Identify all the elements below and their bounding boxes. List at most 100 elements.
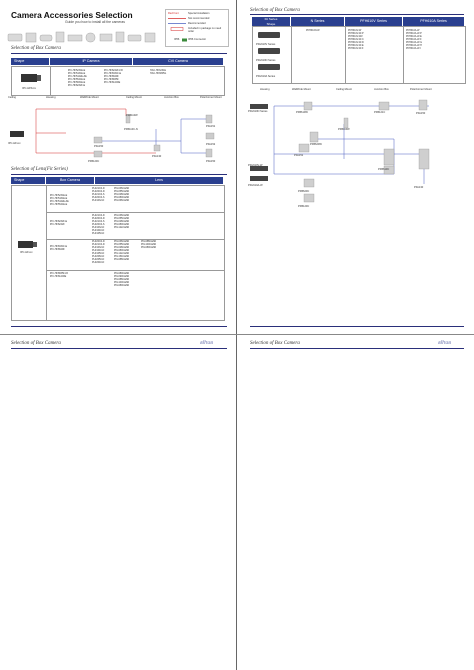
- accessory-header: Housing: [46, 96, 56, 99]
- page-title: Camera Accessories Selection: [11, 10, 133, 20]
- accessory-header: Pole/Corner Mount: [410, 88, 432, 91]
- section-title: Selection of Lens(Fit Series): [11, 167, 68, 172]
- diagram-label: PFB610W: [296, 111, 308, 114]
- section-rule: [250, 348, 464, 349]
- n-series-models: PFH610N-W: [306, 29, 320, 32]
- section-title: Selection of Box Camera: [250, 341, 300, 346]
- diagram-label: PFB120C: [88, 160, 100, 163]
- legend-box: Red Font Special installation Not recomm…: [165, 9, 229, 47]
- page-divider-horizontal: [0, 334, 474, 335]
- camera-series-label: PFH610A Series: [256, 75, 276, 78]
- accessory-header: Ceiling Mount: [126, 96, 142, 99]
- page-3: Selection of Box Camera alhua: [0, 336, 236, 670]
- table-header-n: N Series: [291, 17, 344, 26]
- page-divider-vertical: [236, 0, 237, 670]
- diagram-label: PFA150: [94, 145, 104, 148]
- accessory-header: Ceiling: [8, 96, 16, 99]
- row-lens: PLZ21C0-D PLZ20C0-D PLZ21C0-S PLZ20C0-S …: [92, 187, 105, 202]
- cvi-models: HAC-HF3231E HAC-HF3805G: [150, 69, 167, 75]
- accessory-header: Wall/Pole Mount: [80, 96, 99, 99]
- brand-logo: alhua: [438, 340, 452, 346]
- camera-label: IPC-HFxxx: [20, 251, 33, 254]
- table-header-cvi: CVI Camera: [133, 58, 223, 65]
- page-subtitle: Guide you how to install all the cameras: [65, 20, 125, 24]
- row-lens: PFL0360-E6D PFL0550-E6D PFL0280-E6D PFL0…: [114, 240, 130, 261]
- section-rule: [250, 14, 464, 15]
- table-header-pfh610a: PFH610A Series: [403, 17, 464, 26]
- diagram-label: PFB110W: [338, 128, 350, 131]
- diagram-label: PFA151: [206, 125, 216, 128]
- diagram-label: PFA130: [414, 186, 424, 189]
- row-cameras: IPC-HF8232F-E IPC-HF8242F: [50, 220, 68, 226]
- diagram-label: PFA130: [152, 155, 162, 158]
- connection-diagram: [250, 99, 430, 203]
- diagram-camera-label: PFH610V-W: [248, 164, 263, 167]
- recommended-line-icon: [168, 23, 186, 24]
- legend-key-ip66: IP66: [174, 38, 180, 41]
- included-box-icon: [170, 27, 184, 31]
- page-1: Camera Accessories Selection Guide you h…: [0, 0, 236, 333]
- section-title: Selection of Box Camera: [11, 46, 61, 51]
- diagram-label: PFA150: [206, 160, 216, 163]
- legend-desc: Not recommended: [188, 17, 210, 20]
- fit-series-label: Fit Series: [264, 17, 278, 21]
- pfh610a-models: PFH610A-W PFH610A-W-P PFH610A-W-E PFH610…: [406, 29, 423, 50]
- footer-rule: [250, 326, 464, 327]
- diagram-label: PFB121C: [374, 111, 386, 114]
- table-header-pfh610v: PFH610V Series: [345, 17, 402, 26]
- row-lens: PLZ21C0-D PLZ20C0-D PLZ21C0-S PLZ20C0-S …: [92, 214, 105, 235]
- diagram-camera-label: PFH610A-W: [248, 184, 263, 187]
- brand-logo: alhua: [200, 340, 214, 346]
- camera-series-label: PFH610N Series: [256, 59, 276, 62]
- table-row: [46, 270, 225, 321]
- connection-diagram: [10, 108, 215, 158]
- diagram-label: PFA151: [294, 154, 304, 157]
- accessory-header: Junction Box: [164, 96, 179, 99]
- row-lens: PFL0360-E6D PFL0550-E6D PFL0280-E6D PFL0…: [114, 214, 130, 229]
- box-camera-icon: [21, 74, 41, 82]
- ip66-connector-icon: [182, 38, 187, 42]
- accessory-header: Pole/Corner Mount: [200, 96, 222, 99]
- table-header-ip: IP Camera: [50, 58, 132, 65]
- table-row: [46, 212, 225, 241]
- table-row: [46, 239, 225, 272]
- row-cameras: IPC-HF5231E-E IPC-HF5431E-E IPC-HF5442E-…: [50, 194, 69, 206]
- diagram-label: PFA150: [416, 112, 426, 115]
- ip-models-b: IPC-HF8242F-FR IPC-HF8331F-E IPC-HF8629F…: [104, 69, 123, 84]
- shape-label: Shape: [266, 21, 276, 26]
- accessory-header: Wall/Pole Mount: [292, 88, 311, 91]
- accessory-header: Ceiling Mount: [336, 88, 352, 91]
- diagram-label: PFA152: [206, 143, 216, 146]
- legend-desc: Special installation: [188, 12, 210, 15]
- footer-rule: [11, 326, 227, 327]
- row-cameras: IPC-HF8835F-IR IPC-HF81200E: [50, 272, 68, 278]
- legend-desc: Included in package no need order: [188, 27, 222, 33]
- section-rule: [11, 53, 227, 54]
- row-lens: PLZ20C0-D PLZ21C0-D PLZ1032-D PLZ1040-D …: [92, 240, 105, 264]
- camera-label: IPC-HF5xxx: [22, 87, 36, 90]
- row-cameras: IPC-HF8331F-E IPC-HF8629F: [50, 245, 68, 251]
- section-rule: [11, 348, 227, 349]
- accessory-header: Housing: [260, 88, 270, 91]
- table-header-lens: Lens: [95, 177, 223, 184]
- section-title: Selection of Box Camera: [11, 341, 61, 346]
- ip-models-a: IPC-HF5231E-E IPC-HF5431E-E IPC-HF5442E-…: [68, 69, 87, 87]
- housing-camera-icons: [258, 32, 280, 70]
- table-header-shape: Fit Series Shape: [252, 17, 290, 26]
- diagram-label: PFB620C: [298, 190, 310, 193]
- legend-desc: Recommended: [188, 22, 206, 25]
- diagram-camera-label: PFH610N Series: [248, 110, 268, 113]
- camera-series-label: PFH610V Series: [256, 43, 276, 46]
- diagram-label: PFB110W: [126, 114, 138, 117]
- section-title: Selection of Box Camera: [250, 8, 300, 13]
- legend-desc: IP66 Connector: [188, 38, 207, 41]
- row-lens: PFL0880-E6D PFL1000-E6D PFL0800-E6D: [141, 240, 157, 249]
- row-lens: PFL0360-E6D PFL0550-E6D PFL0280-E6D PFL0…: [114, 187, 130, 202]
- table-header-shape: Shape: [11, 58, 49, 65]
- not-recommended-line-icon: [168, 18, 186, 19]
- diagram-label: PFB610C: [378, 168, 390, 171]
- diagram-label: PFB120C: [298, 205, 310, 208]
- pfh610v-models: PFH610V-W PFH610V-W-P PFH610V-W2 PFH610V…: [348, 29, 364, 50]
- box-camera-icon: [18, 241, 37, 248]
- page-2: Selection of Box Camera Fit Series Shape…: [238, 0, 474, 333]
